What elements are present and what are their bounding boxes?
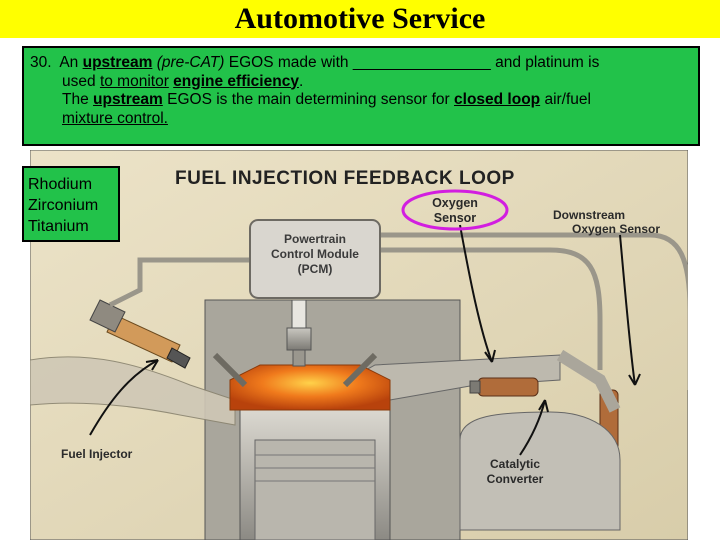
term-precat: (pre-CAT) [156, 54, 225, 71]
pcm-module: Powertrain Control Module (PCM) [249, 219, 381, 299]
downstream-label-2: Oxygen Sensor [572, 222, 660, 236]
fuel-injector-label: Fuel Injector [61, 447, 133, 461]
engine-block [29, 299, 561, 541]
answer-blank: ________________ [352, 54, 491, 71]
pcm-label-1: Powertrain [284, 232, 346, 246]
pcm-label-3: (PCM) [298, 262, 333, 276]
term-upstream-2: upstream [93, 91, 163, 108]
catalytic-converter-part [459, 349, 621, 531]
question-line-2: used to monitor engine efficiency. [30, 73, 690, 92]
question-line-3: The upstream EGOS is the main determinin… [30, 91, 690, 110]
term-upstream: upstream [82, 54, 153, 71]
valves [212, 352, 378, 388]
upstream-o2-sensor [469, 377, 539, 397]
oxygen-sensor-highlight [401, 189, 509, 231]
question-line-1: 30. An upstream (pre-CAT) EGOS made with… [30, 54, 690, 73]
choice-rhodium: Rhodium [28, 176, 93, 193]
choice-zirconium: Zirconium [28, 197, 99, 214]
question-text: air/fuel [544, 91, 591, 108]
page-title: Automotive Service [234, 2, 486, 35]
question-number: 30. [30, 54, 52, 71]
title-bar: Automotive Service [0, 0, 720, 38]
question-text: used [62, 72, 96, 90]
catalytic-label-2: Converter [487, 472, 544, 486]
question-text: . [298, 72, 304, 90]
fuel-injection-diagram: Powertrain Control Module (PCM) [29, 149, 693, 541]
question-text: and platinum is [495, 54, 600, 71]
question-text: EGOS is the main determining sensor for [167, 91, 450, 108]
diagram-svg: Powertrain Control Module (PCM) [29, 149, 693, 541]
term-engine-efficiency: engine efficiency [173, 72, 299, 90]
oxygen-sensor-label-2: Sensor [434, 211, 477, 225]
term-mixture-control: mixture control. [62, 109, 168, 127]
downstream-label-1: Downstream [553, 208, 625, 222]
diagram-title: FUEL INJECTION FEEDBACK LOOP [175, 168, 515, 189]
pcm-label-2: Control Module [271, 247, 359, 261]
term-monitor: to monitor [99, 72, 169, 90]
question-box: 30. An upstream (pre-CAT) EGOS made with… [22, 46, 700, 146]
choice-titanium: Titanium [28, 218, 89, 235]
question-text: EGOS made with [228, 54, 349, 71]
catalytic-label-1: Catalytic [490, 457, 540, 471]
label-arrows [89, 224, 641, 456]
term-closed-loop: closed loop [454, 91, 541, 108]
question-text: An [59, 54, 79, 71]
answer-choices: Rhodium Zirconium Titanium [22, 166, 120, 242]
question-text: The [62, 91, 89, 108]
question-line-4: mixture control. [30, 110, 690, 129]
spark-plug [286, 299, 312, 367]
fuel-injector-part [89, 299, 191, 369]
oxygen-sensor-label-1: Oxygen [432, 196, 478, 210]
